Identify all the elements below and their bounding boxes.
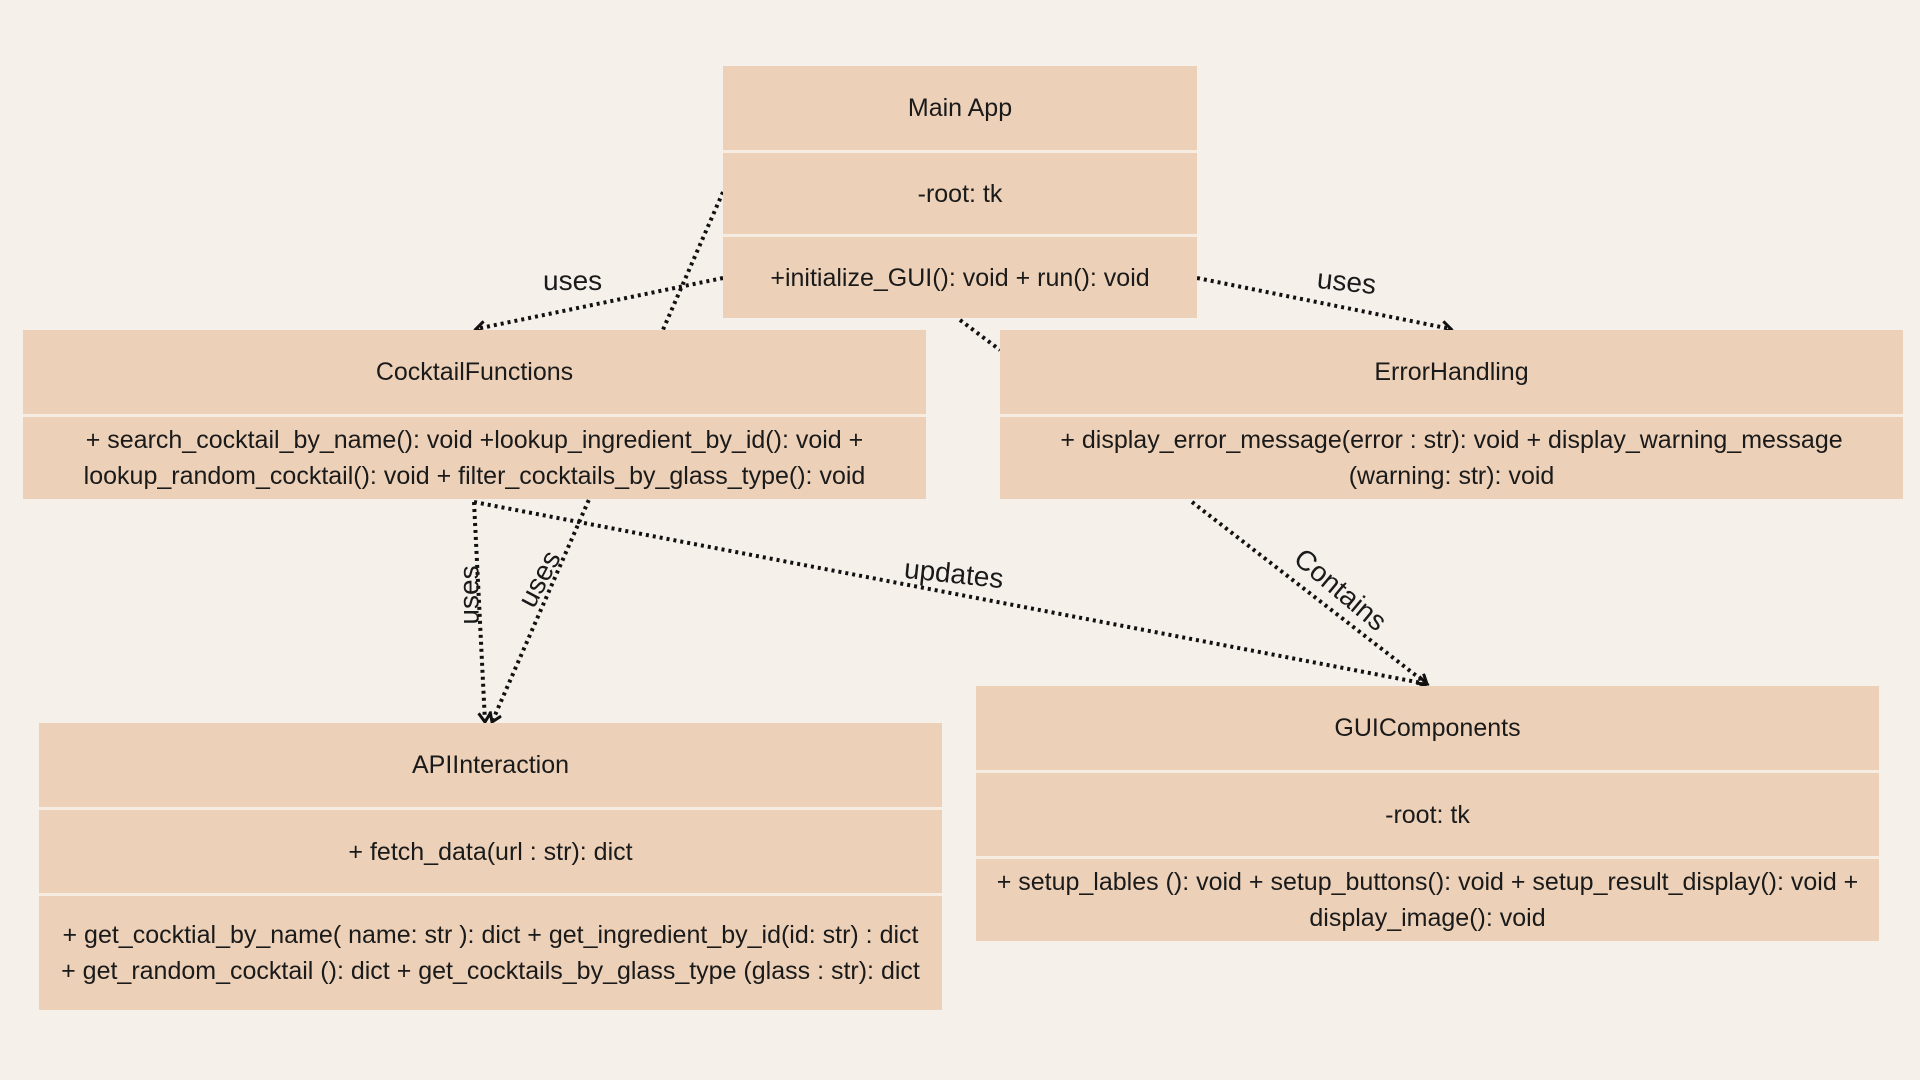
class-methods: +initialize_GUI(): void + run(): void: [723, 234, 1197, 318]
label-cocktail-uses-api: uses: [453, 565, 485, 625]
edge-main-to-cocktail: [476, 276, 724, 329]
class-attributes: -root: tk: [976, 770, 1879, 856]
class-methods: + display_error_message(error : str): vo…: [1000, 414, 1903, 499]
class-cocktail-functions: CocktailFunctions + search_cocktail_by_n…: [23, 330, 926, 499]
class-name: CocktailFunctions: [23, 330, 926, 414]
class-gui-components: GUIComponents -root: tk + setup_lables (…: [976, 686, 1879, 941]
edge-error-to-gui: [1190, 500, 1427, 684]
class-api-interaction: APIInteraction + fetch_data(url : str): …: [39, 723, 942, 1010]
class-error-handling: ErrorHandling + display_error_message(er…: [1000, 330, 1903, 499]
edge-main-to-error-stub: [958, 318, 1002, 352]
class-name: GUIComponents: [976, 686, 1879, 770]
class-attributes: + fetch_data(url : str): dict: [39, 807, 942, 893]
label-main-uses-cocktail: uses: [543, 265, 603, 296]
class-methods: + search_cocktail_by_name(): void +looku…: [23, 414, 926, 499]
class-name: Main App: [723, 66, 1197, 150]
class-methods: + get_cocktial_by_name( name: str ): dic…: [39, 893, 942, 1010]
class-name: ErrorHandling: [1000, 330, 1903, 414]
edge-cocktail-to-gui: [473, 500, 1427, 684]
class-name: APIInteraction: [39, 723, 942, 807]
class-attributes: -root: tk: [723, 150, 1197, 234]
class-methods: + setup_lables (): void + setup_buttons(…: [976, 856, 1879, 941]
label-main-uses-error: uses: [1315, 262, 1378, 301]
edge-cocktail-to-api: [472, 501, 485, 722]
class-main-app: Main App -root: tk +initialize_GUI(): vo…: [723, 66, 1197, 318]
edge-main-to-error: [1196, 276, 1451, 329]
